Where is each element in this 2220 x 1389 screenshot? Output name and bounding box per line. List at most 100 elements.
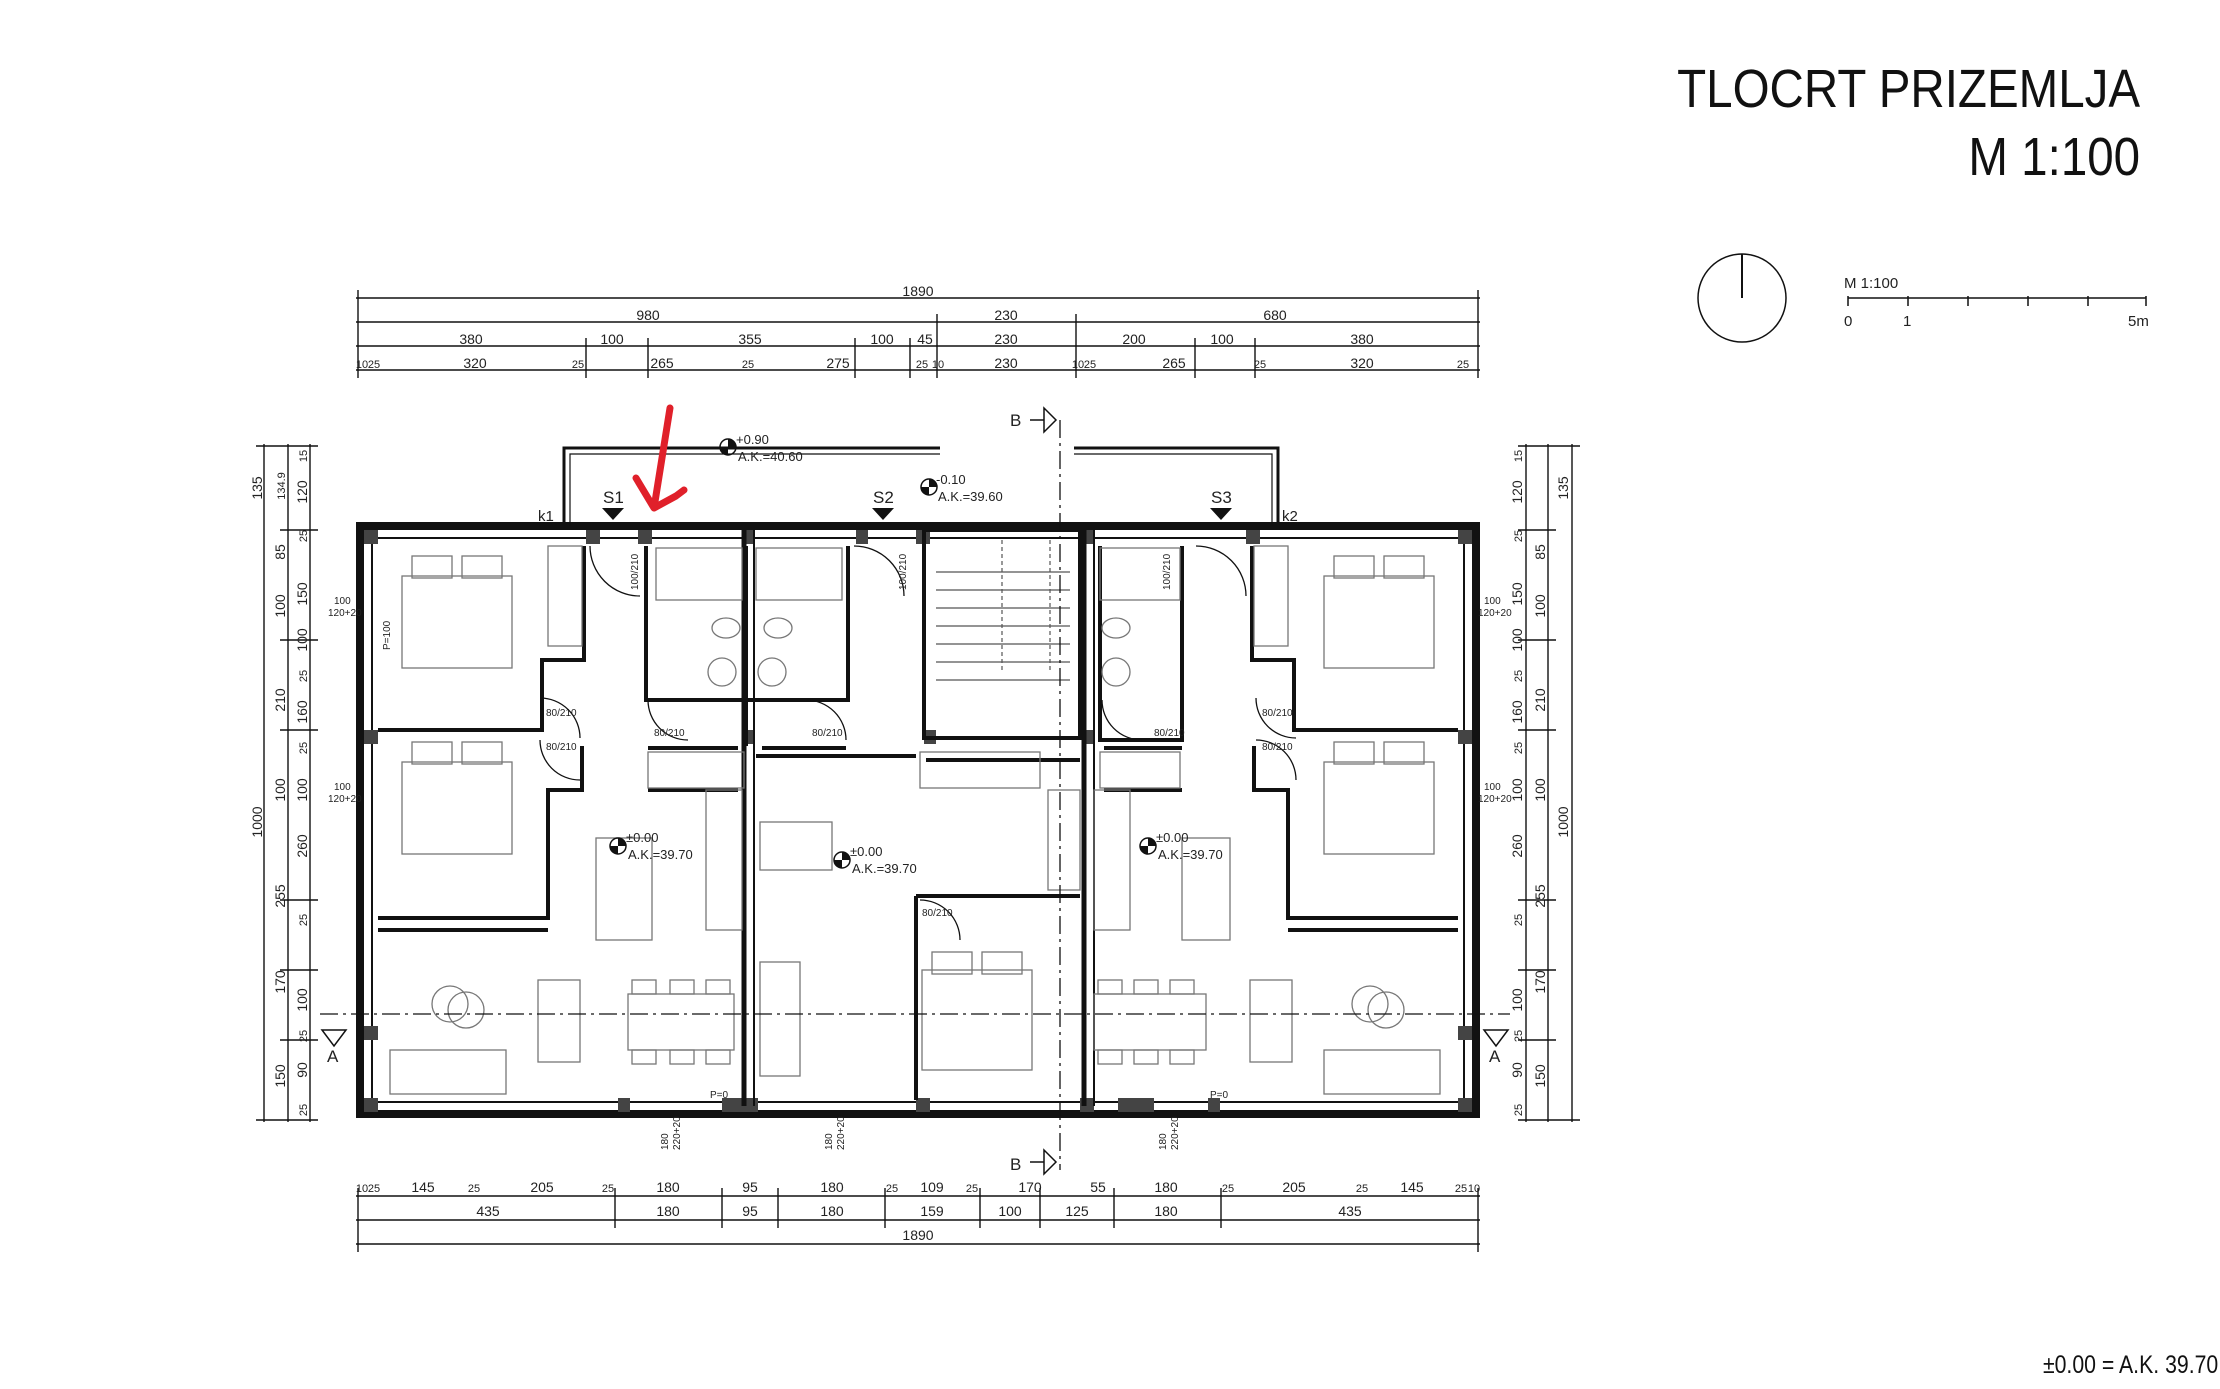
dim-left-inner-9: 25 bbox=[298, 742, 310, 754]
building-outline bbox=[356, 446, 1480, 1118]
dim-bot-row2-6: 100 bbox=[998, 1203, 1022, 1219]
dim-top-row2-1: 980 bbox=[636, 307, 660, 323]
dim-top-row4-8: 25 bbox=[916, 359, 928, 371]
dim-top-row4-14: 25 bbox=[1254, 359, 1266, 371]
bottom-dimension-lines bbox=[356, 1188, 1480, 1252]
dim-right-inner-1: 15 bbox=[1513, 450, 1525, 462]
dim-top-total: 1890 bbox=[902, 283, 933, 299]
dim-bot-row1-15: 180 bbox=[1154, 1179, 1178, 1195]
window-label-bottom-sill: P=0 bbox=[710, 1090, 729, 1101]
dim-right-inner-7: 160 bbox=[1509, 700, 1525, 724]
dim-right-inner-6: 25 bbox=[1513, 670, 1525, 682]
dim-right-inner-8: 25 bbox=[1513, 742, 1525, 754]
dim-left-inner-1: 15 bbox=[298, 450, 310, 462]
level-unit-middle-ak: A.K.=39.70 bbox=[852, 861, 917, 876]
dim-right-inner-5: 100 bbox=[1509, 628, 1525, 652]
dim-right-mid-2: 85 bbox=[1532, 544, 1548, 560]
dim-bot-row1-18: 25 bbox=[1356, 1183, 1368, 1195]
dim-right-mid-4: 210 bbox=[1532, 688, 1548, 712]
dim-right-inner-9: 100 bbox=[1509, 778, 1525, 802]
window-label-w: 100 bbox=[334, 596, 351, 607]
section-marks: A A B B bbox=[320, 406, 1510, 1176]
dim-left-inner-16: 25 bbox=[298, 1104, 310, 1116]
dim-bot-row1-17: 205 bbox=[1282, 1179, 1306, 1195]
dim-right-mid-3: 100 bbox=[1532, 594, 1548, 618]
dim-top-row4-4: 25 bbox=[572, 359, 584, 371]
dim-left-mid-5: 100 bbox=[272, 778, 288, 802]
dim-left-inner-7: 25 bbox=[298, 670, 310, 682]
dim-top-row4-6: 25 bbox=[742, 359, 754, 371]
dim-bot-row2-7: 125 bbox=[1065, 1203, 1089, 1219]
section-b-top: B bbox=[1010, 411, 1021, 430]
dim-top-row4-15: 320 bbox=[1350, 355, 1374, 371]
section-a-left: A bbox=[327, 1047, 339, 1066]
dim-bot-row1-20: 25 bbox=[1455, 1183, 1467, 1195]
door-label-middle-room: 80/210 bbox=[922, 908, 953, 919]
dim-bot-row2-2: 180 bbox=[656, 1203, 680, 1219]
dim-left-inner-8: 160 bbox=[294, 700, 310, 724]
scale-tick-1: 1 bbox=[1903, 313, 1911, 330]
scale-tick-0: 0 bbox=[1844, 313, 1852, 330]
dim-bot-row1-12: 25 bbox=[966, 1183, 978, 1195]
dim-top-row3-4: 100 bbox=[870, 331, 894, 347]
dim-bot-row2-8: 180 bbox=[1154, 1203, 1178, 1219]
dim-left-mid-6: 255 bbox=[272, 884, 288, 908]
dim-bot-row1-2: 25 bbox=[368, 1183, 380, 1195]
door-swings bbox=[539, 545, 1297, 941]
dim-bot-row1-11: 109 bbox=[920, 1179, 944, 1195]
dim-bot-row1-14: 55 bbox=[1090, 1179, 1106, 1195]
dim-right-inner-3: 25 bbox=[1513, 530, 1525, 542]
door-label-entrance-mid: 100/210 bbox=[898, 553, 909, 590]
door-label-bath-6: 80/210 bbox=[1262, 708, 1293, 719]
datum-note: ±0.00 = A.K. 39.70 bbox=[2042, 1351, 2218, 1379]
dim-bot-row1-13: 170 bbox=[1018, 1179, 1042, 1195]
dim-left-mid-4: 210 bbox=[272, 688, 288, 712]
dim-top-row4-16: 25 bbox=[1457, 359, 1469, 371]
dim-top-row3-3: 355 bbox=[738, 331, 762, 347]
dim-left-inner-12: 25 bbox=[298, 914, 310, 926]
dim-left-mid-3: 100 bbox=[272, 594, 288, 618]
dim-right-inner-12: 100 bbox=[1509, 988, 1525, 1012]
dim-right-outer: 1000 bbox=[1555, 806, 1571, 837]
door-label-bath-7: 80/210 bbox=[1262, 742, 1293, 753]
dim-top-row3-9: 380 bbox=[1350, 331, 1374, 347]
dim-right-mid-6: 255 bbox=[1532, 884, 1548, 908]
dim-right-mid-8: 150 bbox=[1532, 1064, 1548, 1088]
dim-bot-row1-9: 180 bbox=[820, 1179, 844, 1195]
dim-top-row3-8: 100 bbox=[1210, 331, 1234, 347]
window-label-w2: 100 bbox=[334, 782, 351, 793]
dim-bot-total: 1890 bbox=[902, 1227, 933, 1243]
dim-top-row4-13: 265 bbox=[1162, 355, 1186, 371]
dim-left-mid-7: 170 bbox=[272, 970, 288, 994]
dim-top-row4-10: 230 bbox=[994, 355, 1018, 371]
dim-top-row4-7: 275 bbox=[826, 355, 850, 371]
dim-left-mid-2: 85 bbox=[272, 544, 288, 560]
door-label-bath-5: 80/210 bbox=[1154, 728, 1185, 739]
dim-right-mid-7: 170 bbox=[1532, 970, 1548, 994]
dim-left-inner-3: 120 bbox=[294, 480, 310, 504]
door-label-entrance-left: 100/210 bbox=[630, 553, 641, 590]
dim-bot-row1-19: 145 bbox=[1400, 1179, 1424, 1195]
dim-bot-row1-5: 205 bbox=[530, 1179, 554, 1195]
entrance-s2: S2 bbox=[873, 488, 894, 507]
dim-bot-row1-3: 145 bbox=[411, 1179, 435, 1195]
dim-top-row4-1: 10 bbox=[356, 359, 368, 371]
entrance-s3: S3 bbox=[1211, 488, 1232, 507]
dim-top-row3-2: 100 bbox=[600, 331, 624, 347]
dim-bot-row1-7: 180 bbox=[656, 1179, 680, 1195]
dim-left-inner-11: 260 bbox=[294, 834, 310, 858]
dim-left-inner-5: 150 bbox=[294, 582, 310, 606]
left-dimension-texts: 1000 135 85 100 210 100 255 170 150 15 1… bbox=[249, 450, 310, 1116]
dim-top-row2-2: 230 bbox=[994, 307, 1018, 323]
window-label-sill: P=100 bbox=[382, 620, 393, 650]
level-unit-left-ak: A.K.=39.70 bbox=[628, 847, 693, 862]
dim-left-mid-1: 135 bbox=[249, 476, 265, 500]
level-entrance: -0.10 bbox=[936, 472, 966, 487]
dim-top-row2-3: 680 bbox=[1263, 307, 1287, 323]
door-label-bath-1: 80/210 bbox=[546, 708, 577, 719]
left-dimension-lines bbox=[256, 444, 318, 1122]
section-axis-lines bbox=[320, 420, 1510, 1170]
dim-top-row4-12: 25 bbox=[1084, 359, 1096, 371]
marker-k2: k2 bbox=[1282, 508, 1298, 525]
dim-left-mid-8: 150 bbox=[272, 1064, 288, 1088]
